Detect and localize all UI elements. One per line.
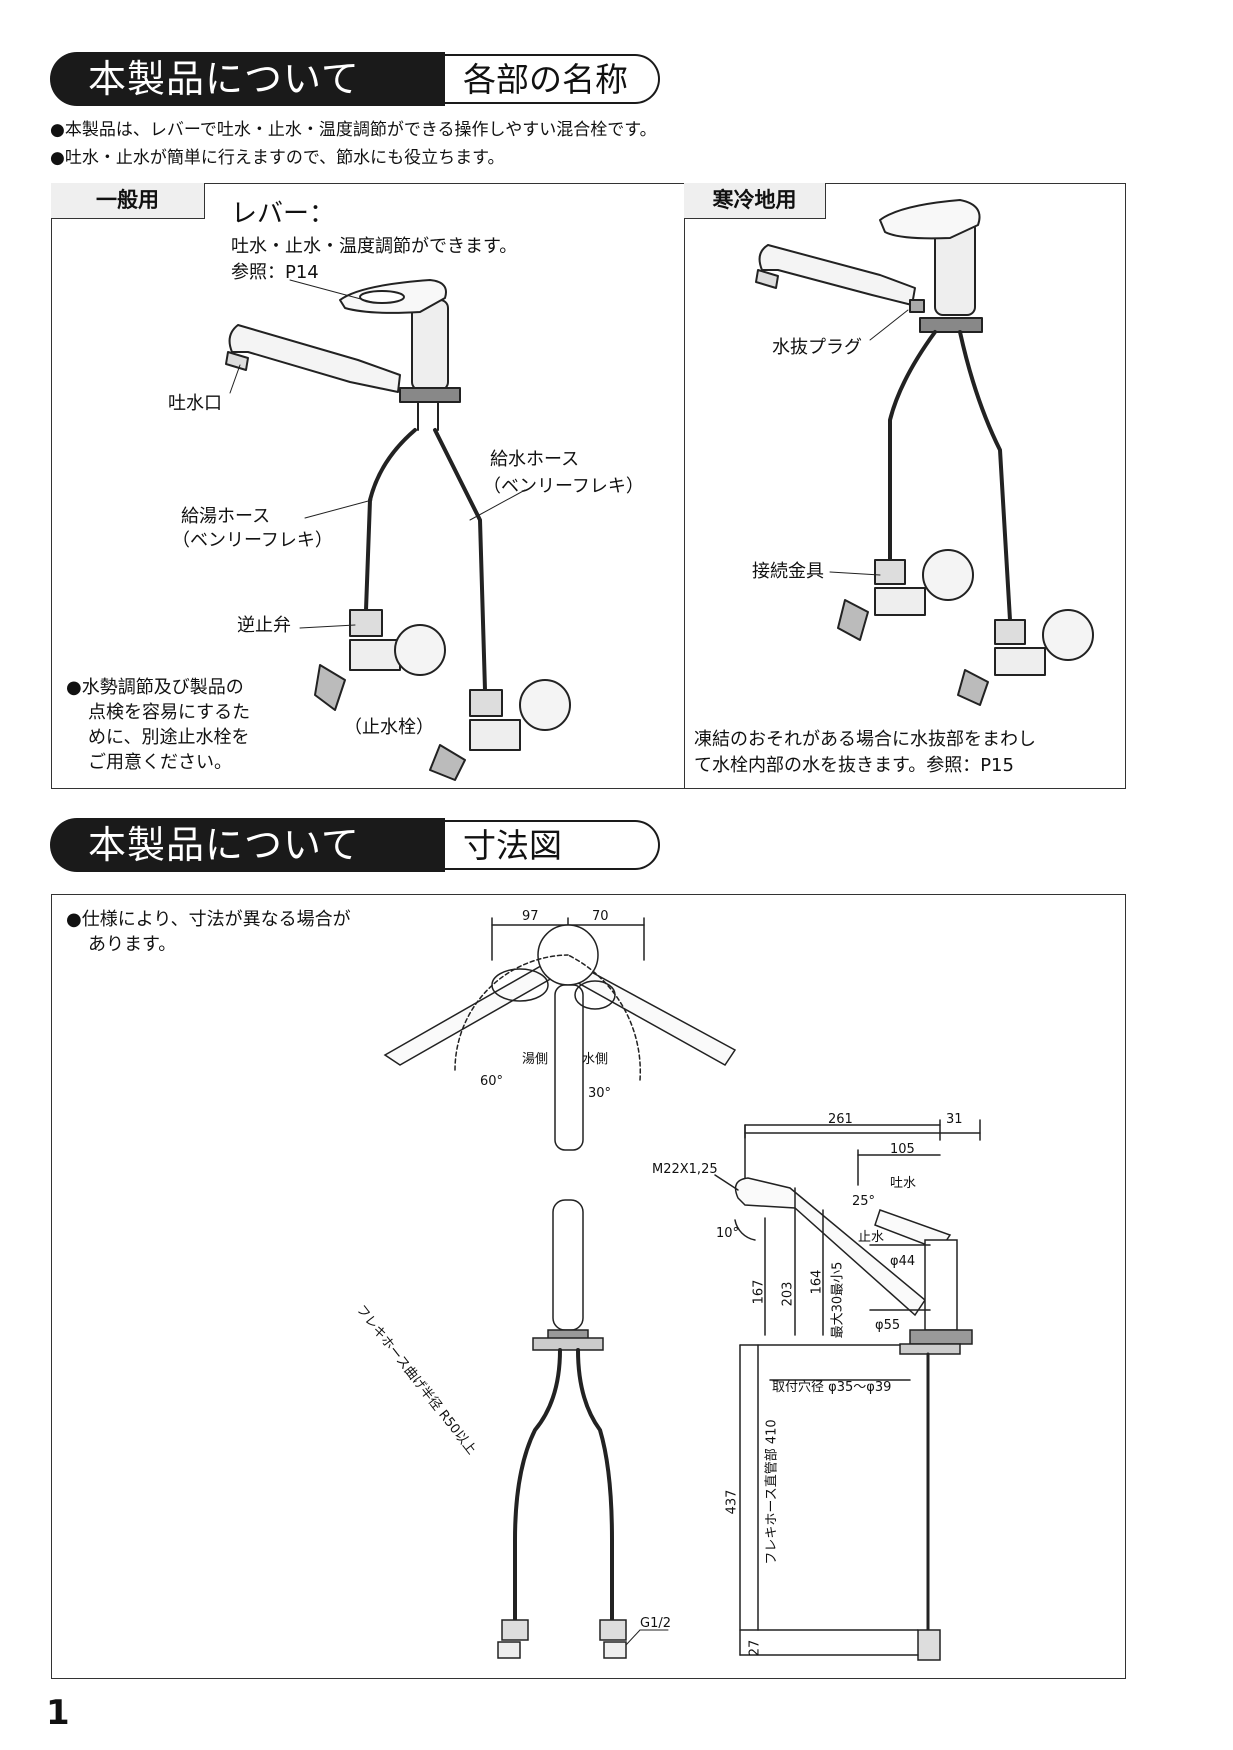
general-note-3: めに、別途止水栓を (88, 727, 250, 748)
dimension-note-1: ●仕様により、寸法が異なる場合が (66, 909, 351, 930)
dim-105: 105 (890, 1142, 915, 1157)
cold-tab: 寒冷地用 (684, 183, 826, 219)
section1-subtitle: 各部の名称 (445, 54, 660, 104)
cold-faucet-body (755, 199, 1094, 706)
dim-70: 70 (592, 909, 609, 924)
general-note-1: ●水勢調節及び製品の (66, 677, 244, 698)
dim-31: 31 (946, 1112, 963, 1127)
fitting-label: 接続金具 (752, 561, 824, 582)
supply-hose-sub: （ベンリーフレキ） (483, 476, 644, 497)
hole-label: 取付穴径 φ35～φ39 (772, 1380, 892, 1395)
angle-30: 30° (588, 1086, 612, 1101)
page-number: 1 (46, 1693, 70, 1733)
max-min-label: 最大30最小5 (830, 1261, 846, 1339)
dim-437: 437 (724, 1489, 740, 1515)
cold-panel (684, 183, 1126, 789)
dim-27: 27 (747, 1639, 763, 1657)
drain-plug-label: 水抜プラグ (772, 337, 862, 358)
hot-hose-label: 給湯ホース (181, 506, 271, 527)
angle-25: 25° (852, 1194, 876, 1209)
front-thread: G1/2 (640, 1616, 671, 1631)
spout-on-label: 吐水 (890, 1176, 917, 1191)
thread-m22: M22X1,25 (652, 1162, 718, 1177)
general-faucet-body (225, 279, 571, 781)
general-note-4: ご用意ください。 (88, 752, 232, 773)
lever-title: レバー： (231, 199, 336, 229)
hose-length-label: フレキホース直管部 410 (764, 1419, 780, 1565)
general-note-2: 点検を容易にするた (88, 702, 251, 723)
spout-label: 吐水口 (168, 393, 222, 414)
dim-97: 97 (522, 909, 539, 924)
intro-bullet-1: ●本製品は、レバーで吐水・止水・温度調節ができる操作しやすい混合栓です。 (50, 120, 657, 140)
angle-10: 10° (716, 1226, 740, 1241)
cold-note-2: て水栓内部の水を抜きます。参照：P15 (694, 755, 1014, 776)
stop-valve-label: （止水栓） (344, 717, 434, 738)
spout-off-label: 止水 (858, 1230, 885, 1245)
dimension-note-2: あります。 (88, 934, 177, 955)
phi44-label: φ44 (890, 1254, 916, 1269)
phi55-label: φ55 (875, 1318, 901, 1333)
intro-bullet-2: ●吐水・止水が簡単に行えますので、節水にも役立ちます。 (50, 148, 505, 168)
hot-hose-sub: （ベンリーフレキ） (172, 530, 333, 551)
lever-ref: 参照：P14 (231, 262, 319, 283)
side-view (714, 1119, 981, 1661)
lever-desc: 吐水・止水・温度調節ができます。 (231, 236, 518, 257)
cold-side-label: 水側 (582, 1052, 609, 1067)
check-valve-label: 逆止弁 (237, 615, 291, 636)
dim-167: 167 (751, 1279, 767, 1305)
hot-side-label: 湯側 (522, 1052, 549, 1067)
parts-illustration (225, 199, 1094, 781)
dim-261: 261 (828, 1112, 853, 1127)
section2-subtitle: 寸法図 (445, 820, 660, 870)
section1-title: 本製品について (50, 52, 445, 106)
cold-note-1: 凍結のおそれがある場合に水抜部をまわし (694, 729, 1036, 750)
supply-hose-label: 給水ホース (490, 449, 580, 470)
dimension-panel (51, 894, 1126, 1679)
general-tab: 一般用 (51, 183, 205, 219)
angle-60: 60° (480, 1074, 504, 1089)
dim-203: 203 (780, 1281, 796, 1307)
front-view (497, 1199, 669, 1659)
top-view (383, 917, 737, 1151)
section2-title: 本製品について (50, 818, 445, 872)
